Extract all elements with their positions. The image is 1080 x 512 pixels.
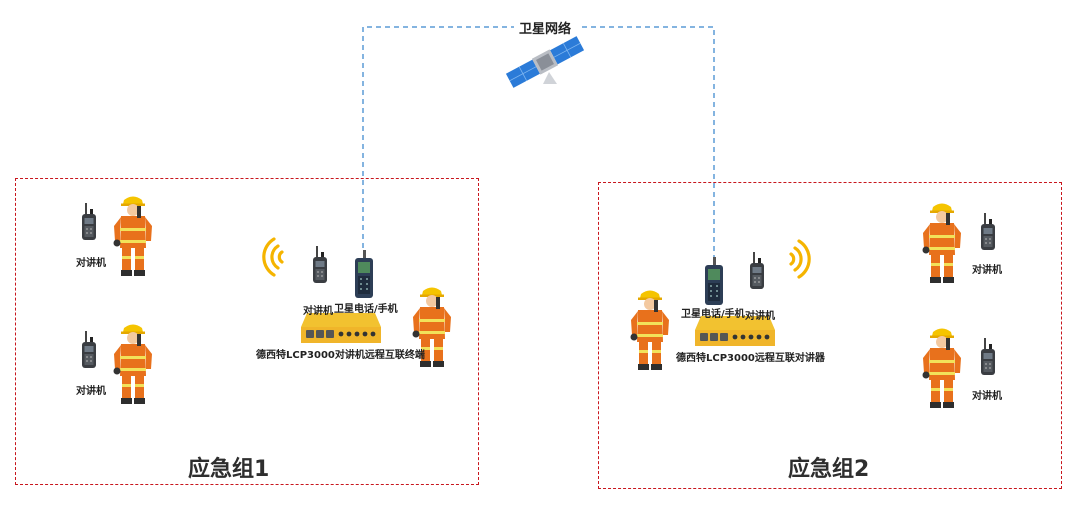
station-radio-label: 对讲机	[745, 311, 775, 322]
group-title-2: 应急组2	[788, 457, 870, 482]
station-radio-label: 对讲机	[303, 306, 333, 317]
group-box-2	[598, 182, 1062, 489]
satellite-link-line	[362, 26, 715, 262]
satellite-phone-label: 卫星电话/手机	[334, 304, 398, 315]
radio-label: 对讲机	[76, 258, 106, 269]
satellite-icon	[505, 36, 585, 88]
group-title-1: 应急组1	[188, 457, 270, 482]
group-box-1	[15, 178, 479, 485]
device-label: 德西特LCP3000远程互联对讲器	[676, 353, 825, 364]
device-label: 德西特LCP3000对讲机远程互联终端	[256, 350, 425, 361]
radio-label: 对讲机	[76, 386, 106, 397]
network-title: 卫星网络	[519, 22, 572, 37]
radio-label: 对讲机	[972, 391, 1002, 402]
satellite-phone-label: 卫星电话/手机	[681, 309, 745, 320]
radio-label: 对讲机	[972, 265, 1002, 276]
